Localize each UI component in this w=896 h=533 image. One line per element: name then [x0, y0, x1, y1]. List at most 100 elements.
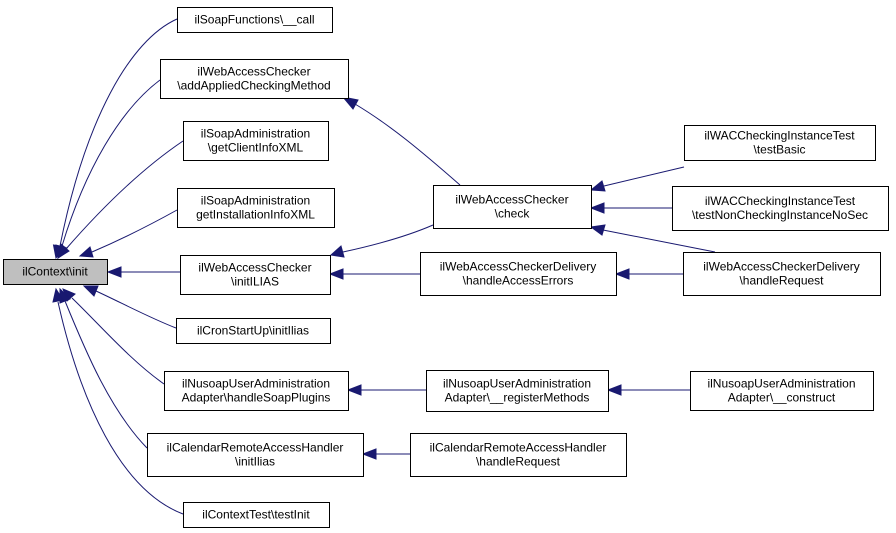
arrowhead-icon: [346, 384, 362, 396]
node-label-line: \testBasic: [753, 143, 805, 157]
node-label-line: Adapter\handleSoapPlugins: [182, 391, 331, 405]
node-label-line: ilWebAccessChecker: [455, 193, 568, 207]
edge-line: [71, 297, 165, 385]
edge-line: [354, 103, 461, 186]
edge-soap_client-to-root: [57, 140, 184, 260]
node-box: [164, 371, 349, 411]
node-label-line: ilContext\init: [22, 265, 88, 279]
node-label-line: ilNusoapUserAdministration: [182, 377, 330, 391]
node-cal-init[interactable]: ilCalendarRemoteAccessHandler\initIlias: [147, 433, 364, 477]
node-cal-handle[interactable]: ilCalendarRemoteAccessHandler\handleRequ…: [410, 433, 627, 477]
nodes-layer: ilContext\init ilSoapFunctions\__call ilWe…: [3, 7, 889, 528]
node-box: [183, 121, 329, 161]
node-label-line: ilWebAccessChecker: [197, 65, 310, 79]
node-box: [176, 318, 331, 344]
edge-cron-to-root: [82, 285, 177, 329]
edge-wac_add-to-root: [55, 79, 161, 260]
edge-cal_handle-to-cal_init: [361, 448, 410, 460]
edge-wacd_errors-to-wac_init: [328, 268, 420, 280]
node-label-line: ilSoapAdministration: [201, 194, 310, 208]
node-wac-check[interactable]: ilWebAccessChecker\check: [433, 185, 592, 229]
arrowhead-icon: [341, 96, 359, 110]
edge-nusoap_plugins-to-root: [62, 288, 165, 385]
node-label-line: ilWACCheckingInstanceTest: [704, 129, 855, 143]
node-box: [177, 188, 335, 228]
node-wacd-errors[interactable]: ilWebAccessCheckerDelivery\handleAccessE…: [420, 252, 617, 296]
edge-soap_call-to-root: [52, 18, 178, 260]
arrowhead-icon: [82, 285, 99, 297]
node-label-line: ilNusoapUserAdministration: [443, 377, 591, 391]
edge-line: [342, 224, 434, 253]
edge-line: [65, 140, 184, 250]
node-label-line: ilWebAccessCheckerDelivery: [440, 260, 597, 274]
node-soap-client[interactable]: ilSoapAdministration\getClientInfoXML: [183, 121, 329, 161]
node-root-ilcontext-init[interactable]: ilContext\init: [3, 259, 108, 285]
node-wacd-handle[interactable]: ilWebAccessCheckerDelivery\handleRequest: [683, 252, 881, 296]
edge-test_basic-to-wac_check: [589, 166, 685, 192]
node-box: [672, 186, 889, 231]
node-label-line: \handleRequest: [476, 455, 561, 469]
edge-line: [61, 79, 161, 247]
arrowhead-icon: [106, 266, 122, 278]
node-label-line: \initIlias: [235, 455, 275, 469]
arrowhead-icon: [57, 243, 70, 260]
node-label-line: getInstallationInfoXML: [196, 208, 315, 222]
node-test-basic[interactable]: ilWACCheckingInstanceTest\testBasic: [684, 125, 876, 161]
node-label-line: \getClientInfoXML: [208, 141, 304, 155]
edge-soap_install-to-root: [78, 209, 178, 258]
node-label-line: ilSoapAdministration: [201, 127, 310, 141]
arrowhead-icon: [589, 202, 605, 214]
edge-line: [602, 229, 716, 253]
node-box: [426, 370, 609, 412]
node-soap-install[interactable]: ilSoapAdministrationgetInstallationInfoX…: [177, 188, 335, 228]
node-label-line: ilNusoapUserAdministration: [707, 377, 855, 391]
edge-test_nonsec-to-wac_check: [589, 202, 672, 214]
arrowhead-icon: [78, 246, 94, 258]
node-box: [420, 252, 617, 296]
node-nusoap-plugins[interactable]: ilNusoapUserAdministrationAdapter\handle…: [164, 371, 349, 411]
arrowhead-icon: [606, 384, 622, 396]
edges-layer: [52, 18, 716, 515]
node-wac-add[interactable]: ilWebAccessChecker\addAppliedCheckingMet…: [160, 59, 349, 99]
node-box: [180, 255, 331, 295]
edge-wacd_handle-to-wac_check: [589, 224, 716, 253]
arrowhead-icon: [52, 287, 64, 303]
arrowhead-icon: [361, 448, 377, 460]
node-box: [690, 371, 874, 411]
node-cron[interactable]: ilCronStartUp\initIlias: [176, 318, 331, 344]
node-label-line: \initILIAS: [231, 275, 279, 289]
node-box: [683, 252, 881, 296]
node-label-line: \addAppliedCheckingMethod: [177, 79, 330, 93]
node-label-line: ilCalendarRemoteAccessHandler: [430, 441, 607, 455]
node-test-nonsec[interactable]: ilWACCheckingInstanceTest\testNonCheckin…: [672, 186, 889, 231]
edge-cal_init-to-root: [59, 287, 148, 449]
arrowhead-icon: [589, 180, 606, 192]
node-soap-call[interactable]: ilSoapFunctions\__call: [177, 7, 333, 33]
edge-wac_check-to-wac_add: [341, 96, 461, 186]
node-ctx-test[interactable]: ilContextTest\testInit: [183, 502, 330, 528]
node-box: [147, 433, 364, 477]
node-label-line: ilCalendarRemoteAccessHandler: [167, 441, 344, 455]
node-nusoap-construct[interactable]: ilNusoapUserAdministrationAdapter\__cons…: [690, 371, 874, 411]
arrowhead-icon: [328, 268, 344, 280]
edge-wac_init-to-root: [106, 266, 180, 278]
node-box: [684, 125, 876, 161]
edge-line: [59, 18, 178, 247]
edge-wac_check-to-wac_init: [329, 224, 434, 258]
node-box: [3, 259, 108, 285]
node-label-line: \handleAccessErrors: [463, 274, 574, 288]
edge-line: [57, 301, 184, 515]
node-label-line: \check: [495, 207, 531, 221]
node-box: [177, 7, 333, 33]
node-wac-init[interactable]: ilWebAccessChecker\initILIAS: [180, 255, 331, 295]
node-label-line: ilWebAccessCheckerDelivery: [703, 260, 860, 274]
arrowhead-icon: [329, 245, 345, 258]
arrowhead-icon: [589, 224, 606, 236]
node-box: [433, 185, 592, 229]
node-nusoap-register[interactable]: ilNusoapUserAdministrationAdapter\__regi…: [426, 370, 609, 412]
node-label-line: ilCronStartUp\initIlias: [197, 324, 309, 338]
node-label-line: Adapter\__construct: [728, 391, 836, 405]
edge-ctx_test-to-root: [52, 287, 184, 515]
node-box: [410, 433, 627, 477]
